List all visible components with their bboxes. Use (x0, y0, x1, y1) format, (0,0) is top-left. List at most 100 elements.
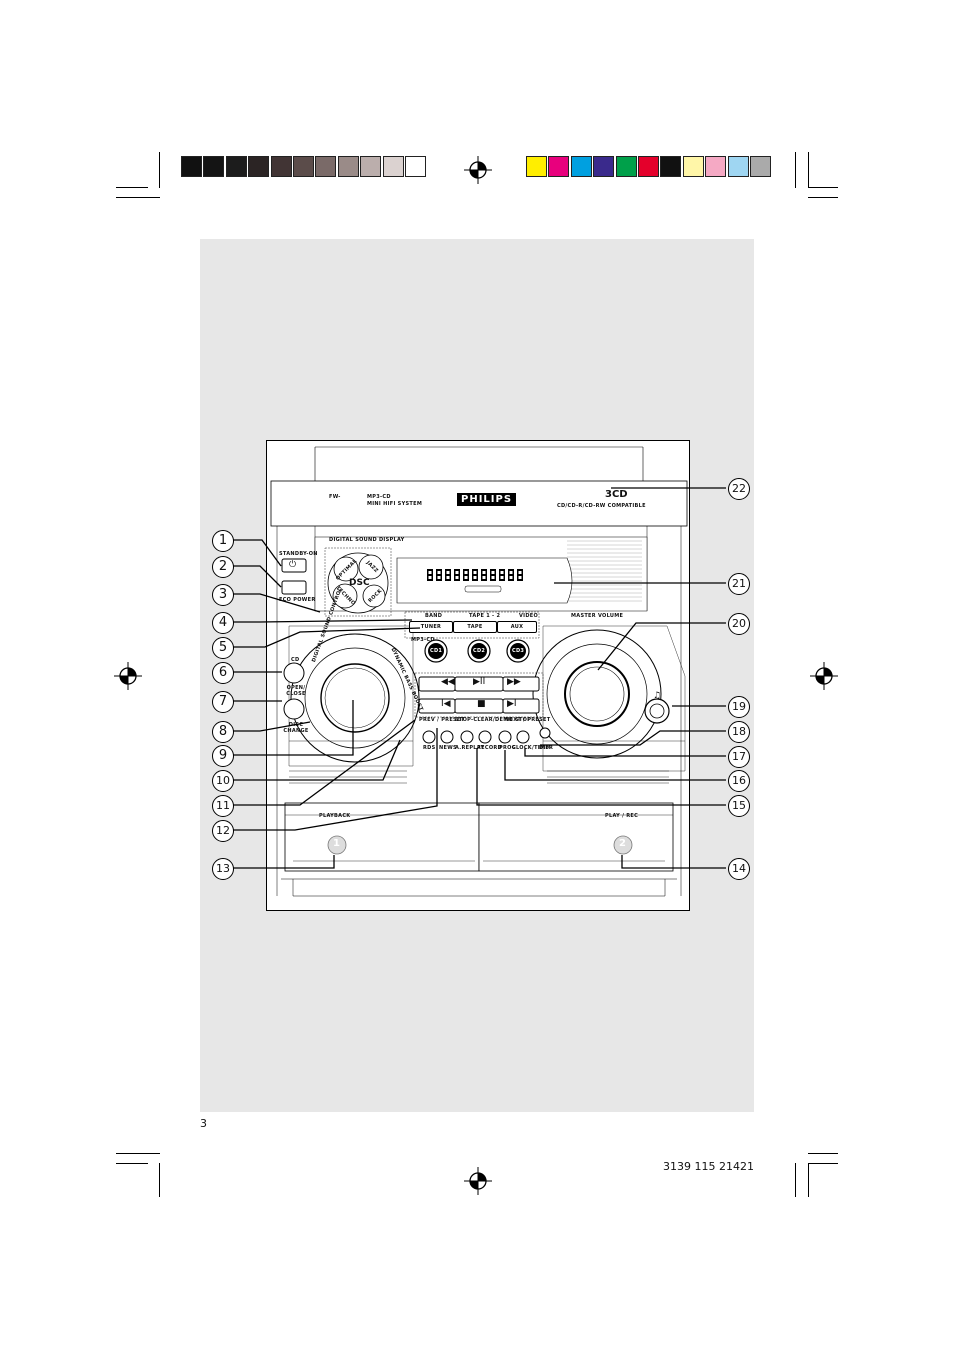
callout-14: 14 (728, 858, 750, 880)
color-swatch (727, 156, 749, 177)
cd-badge: 3CD (605, 489, 628, 500)
crop-mark (808, 187, 838, 188)
color-swatch (660, 156, 682, 177)
callout-9: 9 (212, 745, 234, 767)
callout-15: 15 (728, 795, 750, 817)
standby-label: STANDBY-ON (279, 551, 318, 557)
cd3-button[interactable]: CD3 (512, 648, 525, 654)
play-rec-label: PLAY / REC (605, 813, 639, 819)
cd1-button[interactable]: CD1 (430, 648, 443, 654)
callout-22: 22 (728, 478, 750, 500)
brand-logo: PHILIPS (457, 493, 517, 506)
stop-clear-label: STOP-CLEAR/DEMO STOP (455, 717, 532, 723)
document-code: 3139 115 21421 (663, 1160, 754, 1173)
tape-button[interactable]: TAPE (453, 621, 497, 633)
crop-mark (808, 1163, 838, 1164)
eco-power-label: ECO POWER (279, 597, 316, 603)
prev-preset-label: PREV / PRESET (419, 717, 465, 723)
play-pause-icon[interactable]: ▶II (473, 677, 486, 687)
crop-mark (116, 1163, 148, 1164)
callout-6: 6 (212, 662, 234, 684)
crop-mark (116, 197, 160, 198)
crop-mark (808, 197, 838, 198)
crop-mark (808, 1153, 838, 1154)
callout-21: 21 (728, 573, 750, 595)
headphone-icon: ♫ (653, 691, 662, 701)
callout-2: 2 (212, 556, 234, 578)
dim-button[interactable]: DIM (539, 745, 551, 751)
color-swatch (705, 156, 727, 177)
callout-7: 7 (212, 691, 234, 713)
color-swatch (615, 156, 637, 177)
callout-18: 18 (728, 721, 750, 743)
callout-13: 13 (212, 858, 234, 880)
color-swatch (315, 156, 337, 177)
callout-12: 12 (212, 820, 234, 842)
model-line-1: MP3-CD (367, 494, 391, 500)
band-label: BAND (425, 613, 443, 619)
stop-icon[interactable]: ■ (477, 699, 486, 709)
next-preset-label: NEXT / PRESET (505, 717, 551, 723)
crop-mark (159, 1163, 160, 1197)
deck-2-badge: 2 (619, 838, 626, 849)
video-label: VIDEO (519, 613, 539, 619)
callout-11: 11 (212, 795, 234, 817)
open-close-button[interactable]: OPEN/ CLOSE (286, 685, 306, 697)
callout-5: 5 (212, 637, 234, 659)
next-icon[interactable]: ▶I (507, 699, 517, 709)
rewind-icon[interactable]: ◀◀ (441, 677, 455, 687)
callout-19: 19 (728, 696, 750, 718)
model-line-2: MINI HIFI SYSTEM (367, 501, 423, 507)
callout-16: 16 (728, 770, 750, 792)
device-front-panel: FW- MP3-CD MINI HIFI SYSTEM PHILIPS 3CD … (266, 440, 690, 911)
callout-4: 4 (212, 612, 234, 634)
record-button[interactable]: RECORD (477, 745, 502, 751)
callout-1: 1 (212, 530, 234, 552)
color-swatch (248, 156, 270, 177)
news-button[interactable]: NEWS (439, 745, 457, 751)
color-swatch (638, 156, 659, 177)
color-swatch (548, 156, 570, 177)
model-prefix: FW- (329, 494, 341, 500)
playback-label: PLAYBACK (319, 813, 351, 819)
cd-label: CD (291, 657, 300, 663)
color-swatch (526, 156, 547, 177)
power-icon[interactable]: ⏻ (289, 560, 297, 570)
fast-forward-icon[interactable]: ▶▶ (507, 677, 521, 687)
a-replay-button[interactable]: A.REPLAY (455, 745, 485, 751)
aux-button[interactable]: AUX (497, 621, 537, 633)
deck-1-badge: 1 (333, 838, 340, 849)
registration-mark-icon (114, 662, 142, 690)
color-swatch (225, 156, 247, 177)
color-swatch (593, 156, 615, 177)
crop-mark (808, 1163, 809, 1197)
crop-mark (159, 152, 160, 188)
rds-button[interactable]: RDS (423, 745, 436, 751)
prog-button[interactable]: PROG (499, 745, 517, 751)
color-swatch (405, 156, 426, 177)
cd2-button[interactable]: CD2 (473, 648, 486, 654)
callout-17: 17 (728, 746, 750, 768)
previous-icon[interactable]: I◀ (441, 699, 451, 709)
registration-mark-icon (464, 156, 492, 184)
page-number: 3 (200, 1117, 207, 1130)
registration-mark-icon (464, 1167, 492, 1195)
color-swatch (203, 156, 225, 177)
color-swatch (682, 156, 704, 177)
color-swatch (382, 156, 404, 177)
color-swatch (360, 156, 382, 177)
device-outline (270, 446, 688, 897)
callout-10: 10 (212, 770, 234, 792)
color-swatch (750, 156, 771, 177)
tuner-button[interactable]: TUNER (409, 621, 453, 633)
crop-mark (795, 1163, 796, 1197)
dsc-label: DSC (349, 578, 370, 588)
color-swatch (270, 156, 292, 177)
compat-label: CD/CD-R/CD-RW COMPATIBLE (557, 503, 646, 509)
color-swatch (181, 156, 202, 177)
master-volume-label: MASTER VOLUME (571, 613, 624, 619)
tape12-label: TAPE 1 - 2 (469, 613, 501, 619)
callout-20: 20 (728, 613, 750, 635)
clock-timer-button[interactable]: CLOCK/TIMER (512, 745, 554, 751)
